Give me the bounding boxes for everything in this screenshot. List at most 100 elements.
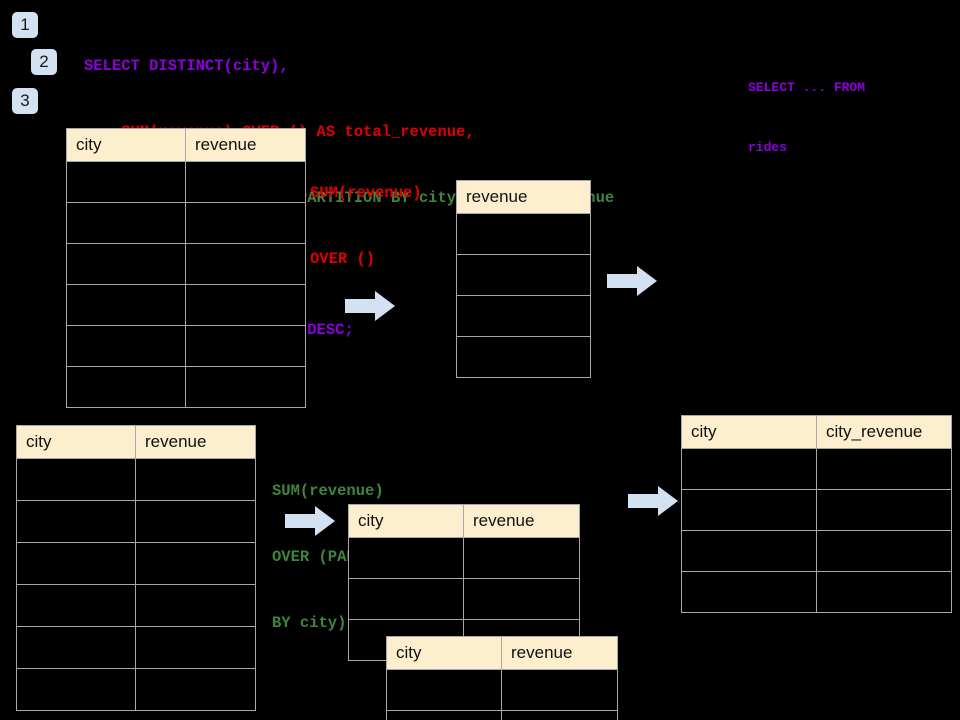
sql-line-1: SELECT DISTINCT(city), (84, 57, 289, 75)
table-cell (456, 336, 591, 378)
table-row (456, 254, 591, 296)
table-cell (135, 668, 256, 711)
column-header-revenue: revenue (185, 128, 306, 162)
table-cell (16, 458, 136, 501)
table-cell (681, 530, 817, 572)
table-cell (681, 489, 817, 531)
table-header-row: city revenue (16, 425, 256, 459)
table-cell (66, 284, 186, 326)
table-row (456, 336, 591, 378)
arrow-total-to-right-icon (607, 266, 657, 296)
table-row (456, 213, 591, 255)
column-header-city: city (386, 636, 502, 670)
table-header-row: city revenue (66, 128, 306, 162)
annotation-select-from-rides-line2: rides (748, 140, 788, 155)
column-header-revenue: revenue (501, 636, 618, 670)
table-row (386, 710, 618, 720)
annotation-select-from-rides: SELECT ... FROM rides (748, 38, 865, 198)
table-cell (185, 366, 306, 408)
table-row (66, 325, 306, 367)
column-header-revenue: revenue (456, 180, 591, 214)
table-row (66, 366, 306, 408)
table-cell (16, 542, 136, 585)
table-cell (185, 202, 306, 244)
table-cell (16, 584, 136, 627)
column-header-city-revenue: city_revenue (816, 415, 952, 449)
column-header-city: city (66, 128, 186, 162)
table-cell (816, 489, 952, 531)
table-cell (681, 571, 817, 613)
annotation-sum-over-partition-line3: BY city) (272, 614, 347, 632)
table-row (66, 243, 306, 285)
table-row (348, 537, 580, 579)
table-cell (66, 202, 186, 244)
table-row (66, 284, 306, 326)
table-row (348, 578, 580, 620)
table-row (16, 668, 256, 711)
annotation-sum-over-partition-line1: SUM(revenue) (272, 482, 384, 500)
table-row (456, 295, 591, 337)
annotation-select-from-rides-line1: SELECT ... FROM (748, 80, 866, 95)
table-partition-lower: city revenue (386, 636, 618, 720)
annotation-sum-over-empty-line2: OVER () (310, 250, 376, 268)
table-cell (456, 254, 591, 296)
table-cell (16, 500, 136, 543)
table-row (16, 584, 256, 627)
table-cell (816, 448, 952, 490)
table-cell (66, 366, 186, 408)
table-cell (463, 537, 580, 579)
table-header-row: revenue (456, 180, 591, 214)
annotation-sum-over-empty-line1: SUM(revenue) (310, 184, 422, 202)
table-row (681, 489, 952, 531)
annotation-sum-over-empty: SUM(revenue) OVER () (310, 138, 422, 314)
table-cell (681, 448, 817, 490)
arrow-source-to-partition-icon (285, 506, 335, 536)
table-cell (135, 500, 256, 543)
table-cell (66, 243, 186, 285)
table-cell (185, 243, 306, 285)
table-source-top: city revenue (66, 128, 306, 408)
table-cell (348, 537, 464, 579)
table-cell (66, 161, 186, 203)
column-header-revenue: revenue (463, 504, 580, 538)
step-badge-2: 2 (31, 49, 57, 75)
column-header-city: city (348, 504, 464, 538)
table-cell (456, 295, 591, 337)
column-header-city: city (681, 415, 817, 449)
table-cell (66, 325, 186, 367)
table-row (16, 626, 256, 669)
table-cell (386, 710, 502, 720)
table-cell (16, 668, 136, 711)
table-cell (185, 325, 306, 367)
table-cell (386, 669, 502, 711)
table-row (16, 542, 256, 585)
table-cell (463, 578, 580, 620)
table-row (681, 571, 952, 613)
table-header-row: city revenue (386, 636, 618, 670)
step-badge-3: 3 (12, 88, 38, 114)
table-row (681, 448, 952, 490)
table-cell (501, 669, 618, 711)
table-row (66, 202, 306, 244)
table-cell (348, 578, 464, 620)
table-result: city city_revenue (681, 415, 952, 613)
table-header-row: city city_revenue (681, 415, 952, 449)
table-row (386, 669, 618, 711)
column-header-revenue: revenue (135, 425, 256, 459)
arrow-source-to-total-icon (345, 291, 395, 321)
table-cell (16, 626, 136, 669)
table-row (16, 500, 256, 543)
table-cell (185, 284, 306, 326)
column-header-city: city (16, 425, 136, 459)
table-cell (456, 213, 591, 255)
step-badge-1: 1 (12, 12, 38, 38)
table-cell (185, 161, 306, 203)
table-cell (816, 530, 952, 572)
table-header-row: city revenue (348, 504, 580, 538)
table-row (16, 458, 256, 501)
arrow-partition-to-result-icon (628, 486, 678, 516)
table-cell (135, 626, 256, 669)
table-row (681, 530, 952, 572)
table-cell (135, 458, 256, 501)
